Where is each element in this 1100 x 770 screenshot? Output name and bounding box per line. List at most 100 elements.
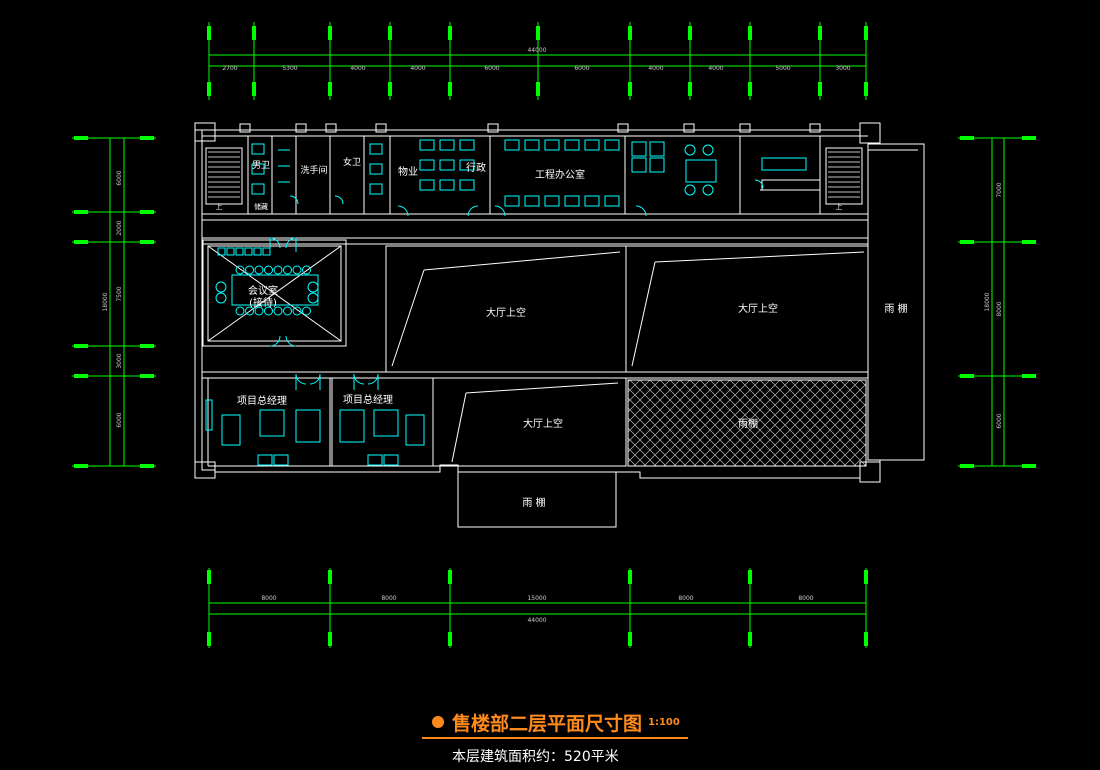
dimension-tick [536,26,540,40]
label-storage: 储藏 [254,202,268,211]
title-bullet-icon [432,716,444,728]
bottom-dim-1: 8000 [261,595,276,602]
office-desk [564,139,580,151]
right-dim-3: 6000 [996,413,1003,428]
meeting-chair [245,306,254,316]
office-desk [504,139,520,151]
side-chair [226,247,235,256]
dimension-tick [207,632,211,646]
walls [194,122,925,528]
dimension-tick [864,82,868,96]
top-total-dim: 44000 [527,47,546,54]
label-hall-void-2: 大厅上空 [738,302,778,315]
top-dim-7: 4000 [648,65,663,72]
dimension-tick [74,344,88,348]
dimension-tick [864,26,868,40]
drawing-title: 售楼部二层平面尺寸图 1:100 [420,706,690,746]
top-dim-1: 2700 [222,65,237,72]
label-canopy-right: 雨 棚 [884,302,907,315]
dimension-tick [140,344,154,348]
office-desk [544,195,560,207]
meeting-chair [235,306,245,316]
label-meeting: 会议室 [248,284,278,297]
office-desk [524,139,540,151]
dimension-tick [818,82,822,96]
office-desk [419,159,435,171]
meeting-chair [283,265,292,275]
label-wash: 洗手间 [300,164,327,176]
dimension-tick [388,26,392,40]
left-dim-2: 2000 [116,220,123,235]
office-desk [604,139,620,151]
dimension-tick [328,26,332,40]
dimension-tick [74,240,88,244]
label-reception: (接待) [249,296,277,309]
dimension-tick [328,570,332,584]
dimension-tick [448,570,452,584]
top-dim-4: 4000 [410,65,425,72]
top-dim-9: 5000 [775,65,790,72]
dimension-tick [688,26,692,40]
dimension-tick [207,26,211,40]
dimension-tick [688,82,692,96]
label-canopy-bottom: 雨 棚 [522,496,545,509]
dimension-tick [864,632,868,646]
drawing-title-text: 售楼部二层平面尺寸图 [452,713,643,735]
dimension-tick [448,82,452,96]
office-desk [459,159,475,171]
dimension-tick [864,570,868,584]
dimension-tick [748,82,752,96]
dimension-tick [448,632,452,646]
dimension-tick [74,374,88,378]
side-chair [262,247,271,256]
label-admin: 行政 [466,161,486,174]
meeting-chair [283,306,292,316]
room-labels: 男卫 洗手间 女卫 物业 行政 工程办公室 会议室 (接待) 项目总经理 项目总… [216,156,908,509]
dimension-tick [74,464,88,468]
meeting-chair [254,265,264,275]
dimension-tick [328,632,332,646]
meeting-chair [245,265,254,275]
office-desk [544,139,560,151]
dimension-tick [207,82,211,96]
dimension-tick [252,26,256,40]
meeting-chair [235,265,245,275]
dimension-tick [140,240,154,244]
label-eng-office: 工程办公室 [535,168,585,181]
dimension-tick [628,26,632,40]
dimension-text: 44000 2700 5300 4000 4000 6000 6000 4000… [102,47,1003,624]
left-dim-5: 6000 [116,412,123,427]
label-hall-void-1: 大厅上空 [486,306,526,319]
canopy-hatched-area [627,379,867,467]
left-dim-4: 3000 [116,353,123,368]
dimension-tick [628,632,632,646]
office-desk [524,195,540,207]
meeting-chair [292,306,302,316]
meeting-chair [302,306,311,316]
doors [269,179,764,390]
bottom-dim-2: 8000 [381,595,396,602]
dimension-tick [252,82,256,96]
label-property: 物业 [398,165,418,178]
dimension-tick [1022,374,1036,378]
office-desk [564,195,580,207]
dimension-tick [960,464,974,468]
top-dim-5: 6000 [484,65,499,72]
office-desk [439,179,455,191]
stairs [208,151,860,198]
top-dim-8: 4000 [708,65,723,72]
office-desk [584,139,600,151]
dimension-tick [748,26,752,40]
bottom-total-dim: 44000 [527,617,546,624]
label-hall-void-3: 大厅上空 [523,417,563,430]
label-female-wc: 女卫 [343,156,361,168]
meeting-chair [273,265,283,275]
top-dim-2: 5300 [282,65,297,72]
dimension-tick [448,26,452,40]
bottom-dim-4: 8000 [678,595,693,602]
drawing-scale: 1:100 [648,717,680,728]
office-desk [419,179,435,191]
office-desk [419,139,435,151]
meeting-chair [264,306,273,316]
